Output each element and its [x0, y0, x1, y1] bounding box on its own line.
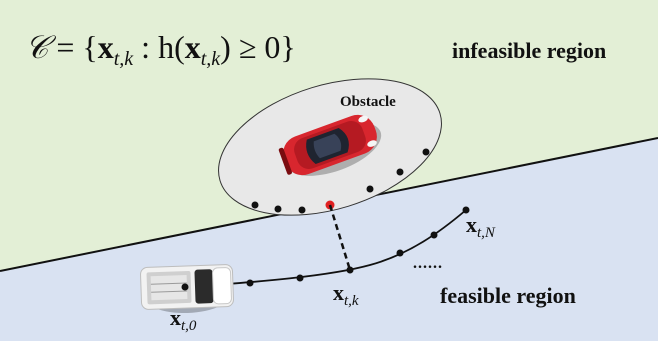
- trajectory-state-point: [462, 206, 470, 214]
- trajectory-state-point: [246, 279, 254, 287]
- trajectory-states: [181, 206, 470, 291]
- boundary-point: [251, 201, 259, 209]
- obstacle-car-icon: [278, 114, 382, 176]
- boundary-point: [274, 205, 282, 213]
- trajectory-state-point: [346, 266, 354, 274]
- trajectory-state-point: [430, 231, 438, 239]
- obstacle-boundary-points: [251, 148, 430, 214]
- boundary-point: [396, 168, 404, 176]
- trajectory-state-point: [296, 274, 304, 282]
- trajectory-ellipsis: ......: [413, 255, 443, 272]
- obstacle-label: Obstacle: [340, 94, 396, 110]
- boundary-point: [298, 206, 306, 214]
- trajectory-state-point: [181, 283, 189, 291]
- state-label-start: xt,0: [170, 305, 197, 334]
- distance-dashed-line: [328, 204, 352, 271]
- state-label-end: xt,N: [466, 212, 496, 241]
- infeasible-region-label: infeasible region: [452, 38, 606, 63]
- trajectory-state-point: [396, 249, 404, 257]
- state-label-k: xt,k: [333, 280, 359, 309]
- boundary-point: [422, 148, 430, 156]
- set-definition-formula: 𝒞 = {xt,k : h(xt,k) ≥ 0}: [25, 29, 296, 70]
- planned-trajectory: [184, 209, 467, 288]
- boundary-point: [366, 185, 374, 193]
- feasible-region-label: feasible region: [440, 283, 576, 308]
